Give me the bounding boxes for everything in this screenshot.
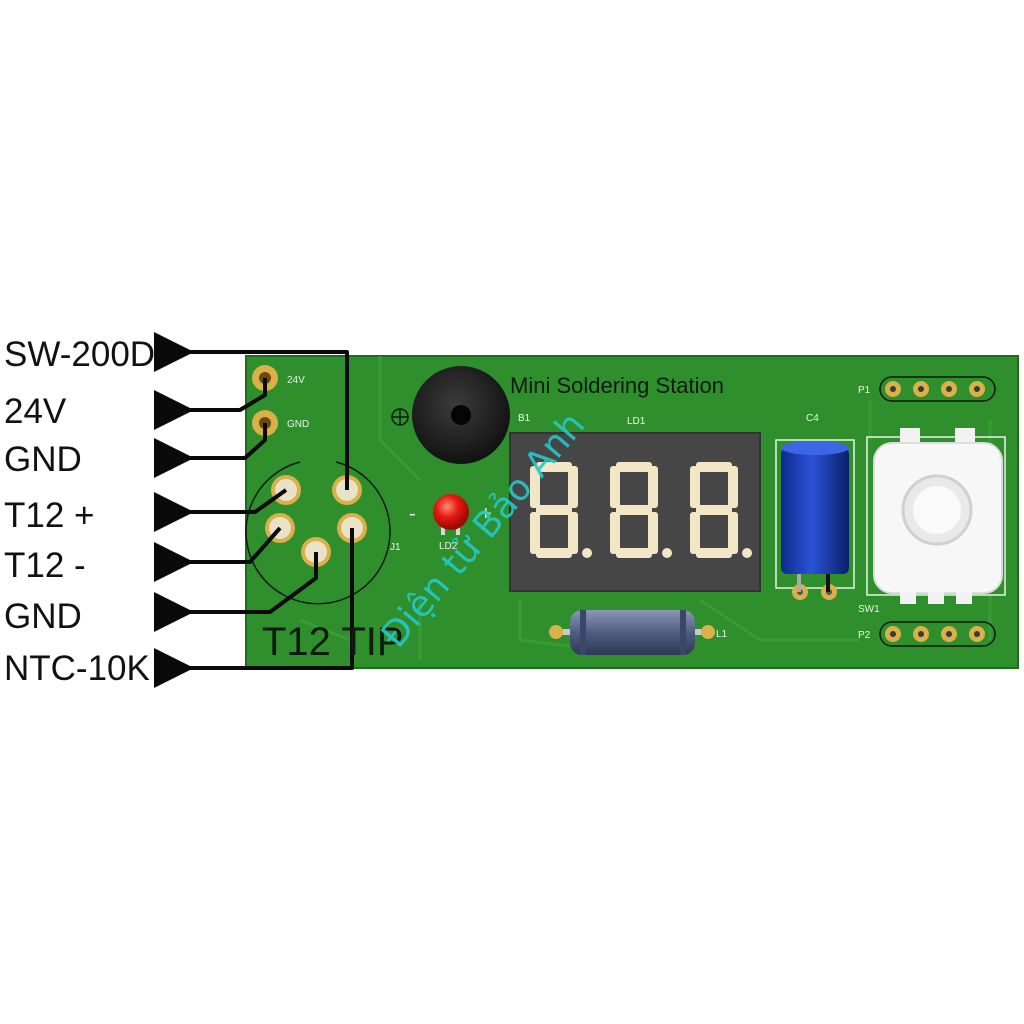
header-p2 (879, 621, 996, 647)
display-segment (536, 548, 572, 558)
polarity-plus-icon (391, 408, 409, 426)
wire-gnd-1 (154, 423, 267, 478)
display-segment (616, 505, 652, 515)
wire-t12-minus (154, 526, 282, 582)
pin-label-sw-200d: SW-200D (4, 335, 155, 374)
display-segment (610, 512, 620, 554)
pin-label-24v: 24V (4, 392, 67, 431)
red-led-ld2 (433, 494, 469, 535)
display-segment (568, 466, 578, 508)
display-segment (690, 466, 700, 508)
silk-led-minus: - (409, 503, 416, 525)
tip-label: T12 TIP (262, 620, 404, 664)
display-decimal-point (662, 548, 672, 558)
display-decimal-point (742, 548, 752, 558)
wire-gnd-2 (154, 552, 318, 632)
display-segment (648, 512, 658, 554)
board-title: Mini Soldering Station (510, 373, 724, 398)
display-segment (696, 462, 732, 472)
wire-sw-200d (154, 332, 349, 490)
display-segment (616, 548, 652, 558)
display-decimal-point (582, 548, 592, 558)
pin-label-gnd-1: GND (4, 440, 82, 479)
pin-label-t12-plus: T12 + (4, 496, 94, 535)
pin-label-t12-minus: T12 - (4, 546, 86, 585)
rotary-encoder-sw1 (866, 428, 1006, 604)
display-segment (568, 512, 578, 554)
wire-t12-plus (154, 488, 288, 532)
display-segment (536, 505, 572, 515)
silk-p1: P1 (858, 385, 871, 396)
display-segment (610, 466, 620, 508)
capacitor-c4 (775, 439, 855, 600)
silk-b1: B1 (518, 413, 531, 424)
silk-l1: L1 (716, 629, 728, 640)
display-segment (690, 512, 700, 554)
silk-led-plus: + (480, 503, 492, 525)
silk-24v: 24V (287, 375, 305, 386)
pin-labels: SW-200D 24V GND T12 + T12 - GND NTC-10K (4, 335, 155, 688)
display-segment (728, 512, 738, 554)
wire-24v (154, 378, 267, 430)
silk-sw1: SW1 (858, 604, 880, 615)
pin-label-gnd-2: GND (4, 597, 82, 636)
silk-c4: C4 (806, 413, 819, 424)
header-p1 (879, 376, 996, 402)
display-segment (616, 462, 652, 472)
seven-segment-display (509, 432, 761, 592)
silk-j1: J1 (390, 542, 401, 553)
silk-ld1: LD1 (627, 416, 646, 427)
display-segment (728, 466, 738, 508)
wires (154, 332, 354, 688)
silk-gnd: GND (287, 419, 309, 430)
display-segment (530, 466, 540, 508)
display-segment (696, 548, 732, 558)
display-segment (536, 462, 572, 472)
display-segment (530, 512, 540, 554)
wire-ntc (154, 528, 354, 688)
silk-p2: P2 (858, 630, 871, 641)
silk-ld2: LD2 (439, 541, 458, 552)
display-segment (696, 505, 732, 515)
pin-label-ntc-10k: NTC-10K (4, 649, 150, 688)
display-segment (648, 466, 658, 508)
buzzer-b1 (412, 366, 510, 464)
inductor-l1 (549, 610, 715, 655)
